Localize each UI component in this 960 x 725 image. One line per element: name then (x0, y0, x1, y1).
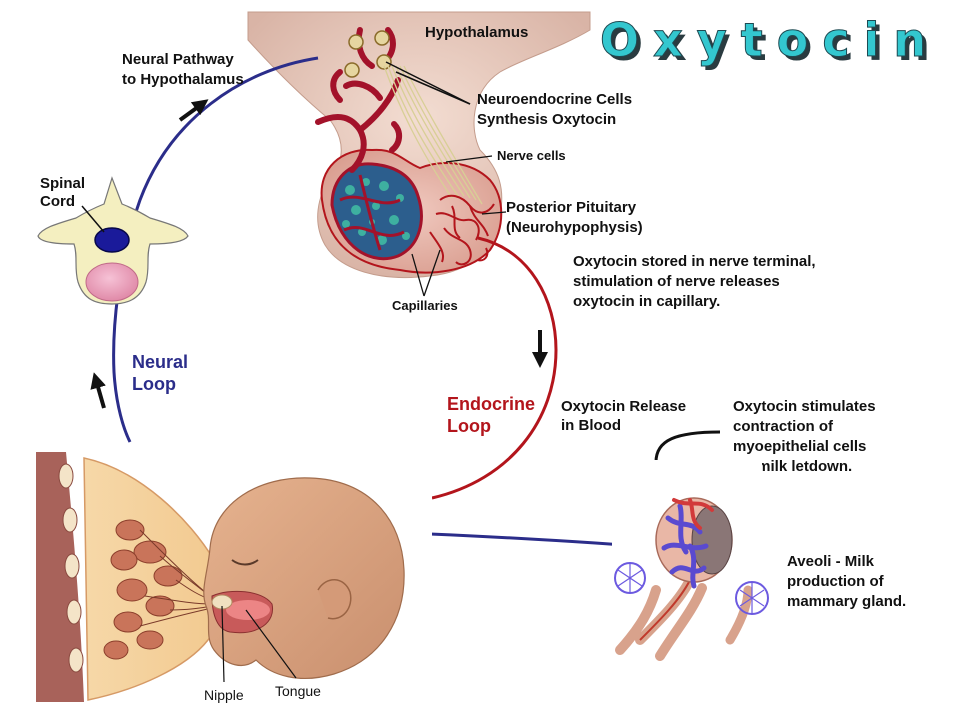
posterior-pituitary-label-2: (Neurohypophysis) (506, 219, 643, 236)
title: Oxytocin Oxytocin (600, 13, 944, 72)
capillaries-callout: Capillaries (392, 249, 458, 313)
spinal-cord-label-1: Spinal (40, 175, 85, 192)
spinal-cord-leader (81, 205, 105, 233)
stored-line-3: oxytocin in capillary. (573, 293, 720, 310)
neural-up-arrow (178, 99, 209, 122)
neural-pathway-label-2: to Hypothalamus (122, 71, 244, 88)
nipple-leader (221, 605, 225, 683)
endocrine-pathway (431, 236, 558, 500)
neuroendocrine-label-1: Neuroendocrine Cells (477, 91, 632, 108)
aveoli-label-1: Aveoli - Milk (787, 553, 875, 570)
capillaries-label: Capillaries (392, 298, 458, 313)
stimulates-label-1: Oxytocin stimulates (733, 398, 876, 415)
stimulates-label-2: contraction of (733, 418, 834, 435)
release-label-2: in Blood (561, 417, 621, 434)
neural-pathway-label-1: Neural Pathway (122, 51, 234, 68)
spinal-cord-label-2: Cord (40, 193, 75, 210)
neuroendocrine-callout: Neuroendocrine Cells Synthesis Oxytocin (385, 61, 632, 128)
stored-line-1: Oxytocin stored in nerve terminal, (573, 253, 816, 270)
anterior-lobe (330, 162, 423, 261)
posterior-pituitary-label-1: Posterior Pituitary (506, 199, 637, 216)
breastfeeding-illustration (36, 452, 432, 702)
nipple-label: Nipple (204, 687, 244, 703)
nerve-cells-label: Nerve cells (497, 148, 566, 163)
endocrine-loop-label-1: Endocrine (447, 394, 535, 414)
endocrine-loop-label-2: Loop (447, 416, 491, 436)
title-shadow: Oxytocin (604, 17, 944, 71)
neuroendocrine-label-2: Synthesis Oxytocin (477, 111, 616, 128)
release-label-1: Oxytocin Release (561, 398, 686, 415)
stored-description: Oxytocin stored in nerve terminal, stimu… (573, 253, 816, 310)
tongue-label: Tongue (275, 683, 321, 699)
alveoli-illustration (612, 460, 769, 661)
spinal-cord-illustration (37, 176, 189, 305)
neural-loop-label-2: Loop (132, 374, 176, 394)
neuroendocrine-cells (344, 30, 392, 78)
title-text: Oxytocin (600, 13, 940, 67)
stored-line-2: stimulation of nerve releases (573, 273, 780, 290)
stimulates-label-4: for milk letdown. (733, 458, 852, 475)
nerve-cells-callout: Nerve cells (445, 148, 566, 163)
neural-loop-arrow (90, 372, 106, 409)
posterior-capillaries (429, 194, 495, 266)
aveoli-label-3: mammary gland. (787, 593, 906, 610)
tongue-leader (245, 609, 297, 679)
nerve-fibers (383, 65, 483, 205)
portal-vessels (315, 27, 402, 173)
stimulates-label-3: myoepithelial cells (733, 438, 866, 455)
hypothalamus-illustration (247, 11, 591, 279)
hypothalamus-label: Hypothalamus (425, 24, 528, 41)
posterior-pituitary-callout: Posterior Pituitary (Neurohypophysis) (481, 199, 643, 236)
neural-loop-label-1: Neural (132, 352, 188, 372)
aveoli-label-2: production of (787, 573, 885, 590)
